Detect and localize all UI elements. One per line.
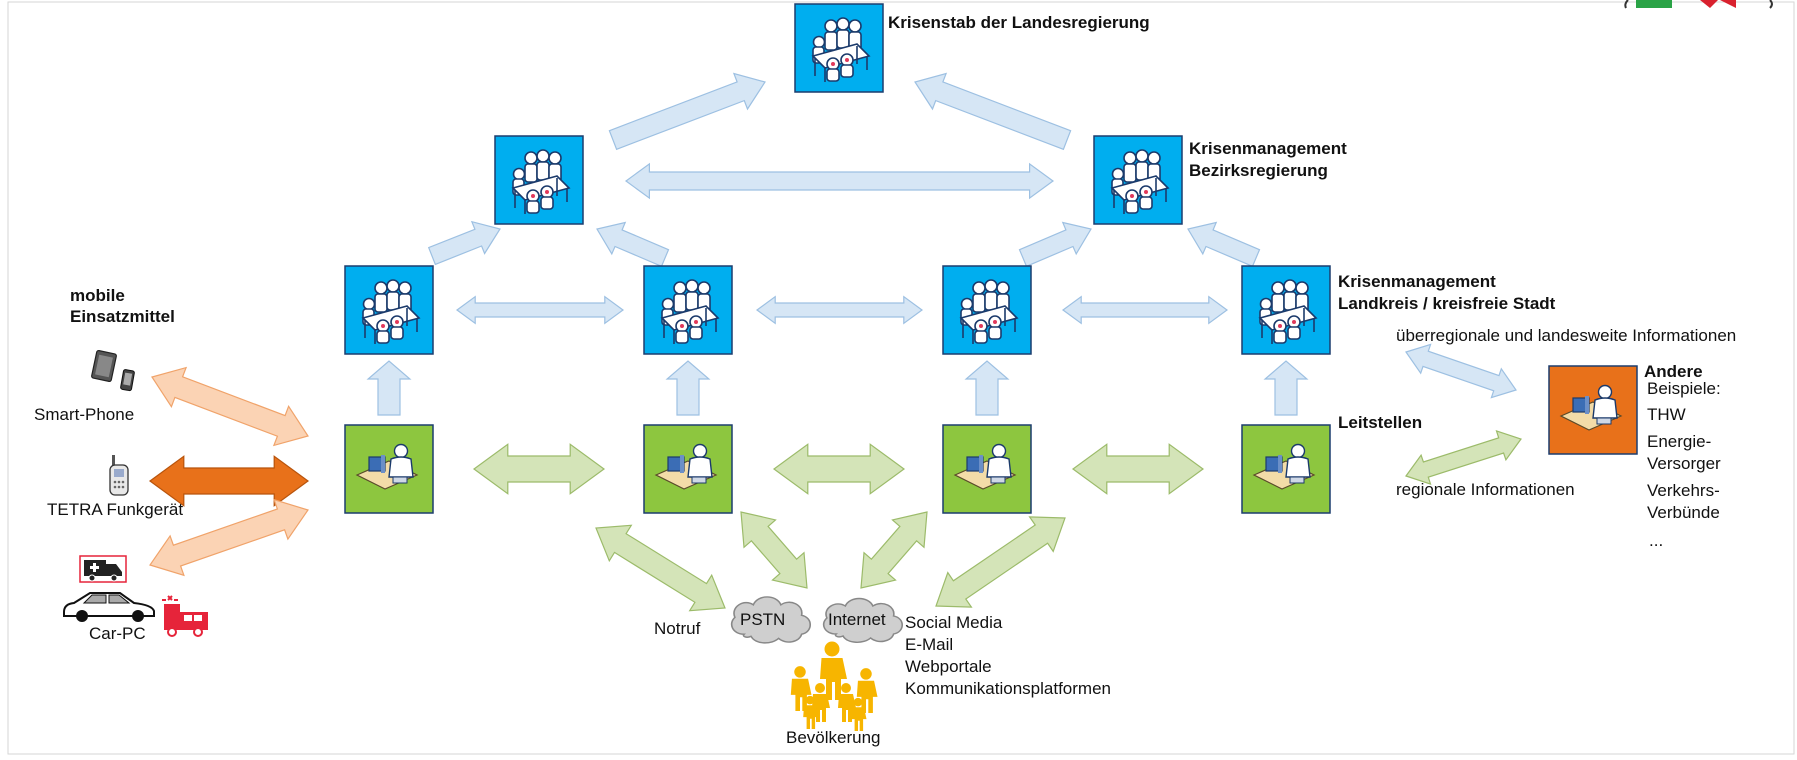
arrow-ls1-ls2: [472, 443, 606, 495]
diagram-frame: [7, 1, 1795, 755]
fire-truck-icon: [162, 595, 208, 637]
landkreis-label-line1: Krisenmanagement: [1338, 272, 1496, 291]
smartphone-label: Smart-Phone: [34, 405, 135, 424]
landkreis-node-3: [942, 265, 1032, 355]
arrow-leitstelle-up-1: [366, 360, 412, 416]
ueberregional-label: überregionale und landesweite Informatio…: [1396, 326, 1737, 345]
tetra-radio-icon: [109, 455, 129, 496]
arrow-regional: [1405, 429, 1522, 486]
arrow-pstn-ls2: [740, 511, 808, 589]
arrow-leitstelle-up-4: [1263, 360, 1309, 416]
bezirk-label-line1: Krisenmanagement: [1189, 139, 1347, 158]
arrow-leitstelle-up-2: [665, 360, 711, 416]
landesregierung-label: Krisenstab der Landesregierung: [888, 13, 1150, 32]
krisenstab-landesregierung-node: [794, 3, 884, 93]
ellipsis-label: ...: [1649, 531, 1664, 550]
arrow-lk3-to-bezirk: [1018, 221, 1092, 268]
kommunikation-label: Kommunikationsplatformen: [905, 679, 1111, 698]
arrow-smartphone-ls1: [151, 366, 309, 447]
verkehr-label-line1: Verkehrs-: [1647, 481, 1720, 500]
ambulance-icon: [79, 555, 127, 583]
smartphone-icon: [120, 369, 135, 392]
arrow-lk1-lk2: [455, 295, 625, 325]
arrow-ls3-ls4: [1071, 443, 1205, 495]
regional-label: regionale Informationen: [1396, 480, 1575, 499]
landkreis-node-2: [643, 265, 733, 355]
arrow-carpc-ls1: [149, 498, 309, 577]
andere-label: Andere: [1644, 362, 1703, 381]
arrow-bezirk-bezirk: [624, 162, 1055, 200]
arrow-social-ls3: [935, 516, 1066, 608]
nodes-layer: [344, 3, 1638, 514]
arrow-internet-ls3: [860, 511, 928, 589]
leitstelle-node-4: [1241, 424, 1331, 514]
verkehr-label-line2: Verbünde: [1647, 503, 1720, 522]
carpc-label: Car-PC: [89, 624, 146, 643]
landkreis-label-line2: Landkreis / kreisfreie Stadt: [1338, 294, 1556, 313]
mobile-label-line2: Einsatzmittel: [70, 307, 175, 326]
social-media-label: Social Media: [905, 613, 1003, 632]
beispiele-label: Beispiele:: [1647, 379, 1721, 398]
bezirksregierung-left-node: [494, 135, 584, 225]
internet-label: Internet: [828, 610, 886, 629]
landkreis-node-1: [344, 265, 434, 355]
arrow-notruf-ls2: [595, 524, 726, 612]
bezirksregierung-right-node: [1093, 135, 1183, 225]
tetra-label: TETRA Funkgerät: [47, 500, 184, 519]
arrow-lk1-to-bezirk: [427, 220, 501, 266]
bevoelkerung-label: Bevölkerung: [786, 728, 881, 747]
arrow-lk2-lk3: [755, 295, 924, 325]
energie-label-line2: Versorger: [1647, 454, 1721, 473]
webportale-label: Webportale: [905, 657, 992, 676]
arrow-ls2-ls3: [772, 443, 906, 495]
arrow-lk2-to-bezirk: [596, 221, 670, 268]
pstn-label: PSTN: [740, 610, 786, 629]
landkreis-node-4: [1241, 265, 1331, 355]
notruf-label: Notruf: [654, 619, 701, 638]
arrow-tetra-ls1: [148, 455, 310, 507]
arrow-bezirk-left-to-land: [608, 72, 766, 151]
arrow-lk3-lk4: [1061, 295, 1229, 325]
car-icon: [63, 592, 155, 622]
arrows-layer: [148, 72, 1522, 612]
arrow-ueberregional: [1405, 343, 1517, 399]
tablet-icon: [91, 349, 117, 383]
leitstelle-node-3: [942, 424, 1032, 514]
arrow-bezirk-right-to-land: [914, 72, 1072, 151]
logo: [1624, 0, 1773, 9]
bezirk-label-line2: Bezirksregierung: [1189, 161, 1328, 180]
arrow-lk4-to-bezirk: [1187, 221, 1261, 268]
leitstelle-node-1: [344, 424, 434, 514]
arrow-leitstelle-up-3: [964, 360, 1010, 416]
energie-label-line1: Energie-: [1647, 432, 1712, 451]
email-label: E-Mail: [905, 635, 954, 654]
leitstelle-node-2: [643, 424, 733, 514]
thw-label: THW: [1647, 405, 1686, 424]
andere-node: [1548, 365, 1638, 455]
leitstellen-label: Leitstellen: [1338, 413, 1423, 432]
mobile-label-line1: mobile: [70, 286, 125, 305]
